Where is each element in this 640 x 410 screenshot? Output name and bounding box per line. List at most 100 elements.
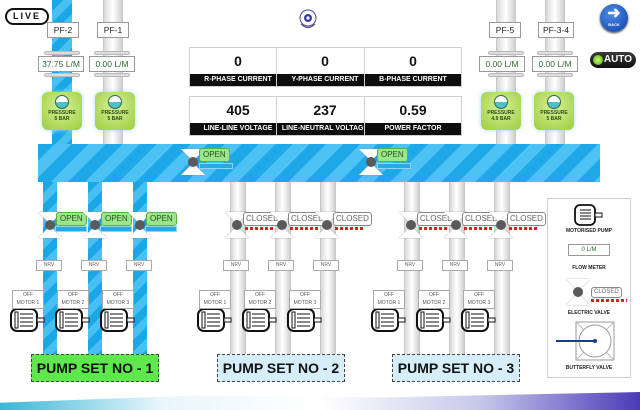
valve-open-bar <box>377 163 411 169</box>
motor-status: OFF <box>255 292 265 298</box>
motor-name: MOTOR 2 <box>248 300 272 306</box>
motor-icon[interactable] <box>461 308 497 332</box>
pressure-title: PRESSURE <box>540 110 568 116</box>
valve-state: OPEN <box>101 212 132 226</box>
valve-actuator-icon <box>45 220 55 230</box>
valve-set2-2[interactable] <box>270 212 294 238</box>
flow-meter-flange <box>537 51 573 55</box>
valve-state: CLOSED <box>507 212 546 226</box>
status-led-icon <box>593 55 603 65</box>
flow-meter-value: 0.00 L/M <box>479 56 525 72</box>
motor-icon[interactable] <box>55 308 91 332</box>
pressure-gauge: PRESSURE 5 BAR <box>42 92 82 130</box>
metric-value: 237 <box>313 102 337 118</box>
metric-line-neutral-voltage: 237 LINE-NEUTRAL VOLTAGE <box>276 96 374 136</box>
motor-icon[interactable] <box>287 308 323 332</box>
motor-icon[interactable] <box>416 308 452 332</box>
motor-status: OFF <box>300 292 310 298</box>
metric-power-factor: 0.59 POWER FACTOR <box>364 96 462 136</box>
back-button[interactable]: ➜ BACK <box>600 4 628 32</box>
motor-icon[interactable] <box>371 308 407 332</box>
motor-status: OFF <box>113 292 123 298</box>
motor-icon[interactable] <box>10 308 46 332</box>
pressure-title: PRESSURE <box>487 110 515 116</box>
valve-state: OPEN <box>199 148 230 162</box>
legend-flow-meter-box: 0 L/M <box>568 244 610 256</box>
legend-electric-valve-icon <box>566 279 590 305</box>
valve-closed-bar <box>509 227 537 230</box>
flow-meter-id: PF-1 <box>97 22 129 38</box>
valve-actuator-icon <box>188 157 198 167</box>
auto-mode-toggle[interactable]: AUTO <box>590 52 636 68</box>
flow-meter-id: PF-3-4 <box>538 22 574 38</box>
motor-name: MOTOR 1 <box>203 300 227 306</box>
valve-open-bar <box>199 163 233 169</box>
valve-closed-bar <box>419 227 447 230</box>
pressure-value: 5 BAR <box>54 116 70 122</box>
metric-y-phase-current: 0 Y-PHASE CURRENT <box>276 47 374 87</box>
valve-body <box>566 293 590 305</box>
arrow-left-icon: ➜ <box>607 5 621 22</box>
valve-actuator-icon <box>451 220 461 230</box>
motor-icon[interactable] <box>197 308 233 332</box>
metric-label: LINE-LINE VOLTAGE <box>190 123 286 135</box>
metric-value: 405 <box>226 102 250 118</box>
valve-actuator-icon <box>496 220 506 230</box>
valve-actuator-icon <box>232 220 242 230</box>
valve-actuator-icon <box>366 157 376 167</box>
metric-b-phase-current: 0 B-PHASE CURRENT <box>364 47 462 87</box>
valve-actuator-icon <box>573 287 583 297</box>
pressure-title: PRESSURE <box>101 110 129 116</box>
pump-set-3-label[interactable]: PUMP SET NO - 3 <box>392 354 520 382</box>
motor-status-label: OFF MOTOR 1 <box>199 290 231 309</box>
pressure-value: 5 BAR <box>546 116 562 122</box>
nrv-label: NRV <box>36 260 62 271</box>
motor-status: OFF <box>68 292 78 298</box>
pressure-gauge: PRESSURE 5 BAR <box>534 92 574 130</box>
motor-name: MOTOR 3 <box>467 300 491 306</box>
valve-actuator-icon <box>277 220 287 230</box>
pump-set-2-label[interactable]: PUMP SET NO - 2 <box>217 354 345 382</box>
valve-body <box>444 226 468 238</box>
motor-name: MOTOR 1 <box>16 300 40 306</box>
valve-closed-bar <box>290 227 318 230</box>
live-badge: LIVE <box>5 8 49 25</box>
pressure-value: 4.9 BAR <box>491 116 511 122</box>
pressure-gauge: PRESSURE 5 BAR <box>95 92 135 130</box>
flow-meter-flange <box>94 73 130 77</box>
motor-icon[interactable] <box>100 308 136 332</box>
valve-body <box>399 226 423 238</box>
motor-status: OFF <box>23 292 33 298</box>
valve-body <box>566 279 590 291</box>
flow-meter-flange <box>44 51 80 55</box>
nrv-label: NRV <box>487 260 513 271</box>
legend-electric-valve: ELECTRIC VALVE <box>567 310 611 316</box>
pressure-icon <box>55 95 69 109</box>
motor-name: MOTOR 3 <box>293 300 317 306</box>
motor-status: OFF <box>210 292 220 298</box>
pressure-icon <box>108 95 122 109</box>
valve-state: CLOSED <box>333 212 372 226</box>
valve-closed-bar <box>245 227 273 230</box>
valve-actuator-icon <box>406 220 416 230</box>
valve-body <box>225 226 249 238</box>
metric-r-phase-current: 0 R-PHASE CURRENT <box>189 47 287 87</box>
flow-meter-id: PF-5 <box>489 22 521 38</box>
flow-meter-flange <box>488 51 524 55</box>
pump-set-1-label[interactable]: PUMP SET NO - 1 <box>31 354 159 382</box>
metric-label: POWER FACTOR <box>365 123 461 135</box>
legend-butterfly-valve: BUTTERFLY VALVE <box>565 365 613 371</box>
valve-actuator-icon <box>322 220 332 230</box>
metric-value: 0 <box>409 53 417 69</box>
metric-line-line-voltage: 405 LINE-LINE VOLTAGE <box>189 96 287 136</box>
nrv-label: NRV <box>81 260 107 271</box>
pressure-title: PRESSURE <box>48 110 76 116</box>
motor-status-label: OFF MOTOR 3 <box>289 290 321 309</box>
motor-icon[interactable] <box>242 308 278 332</box>
flow-meter-value: 0.00 L/M <box>532 56 578 72</box>
